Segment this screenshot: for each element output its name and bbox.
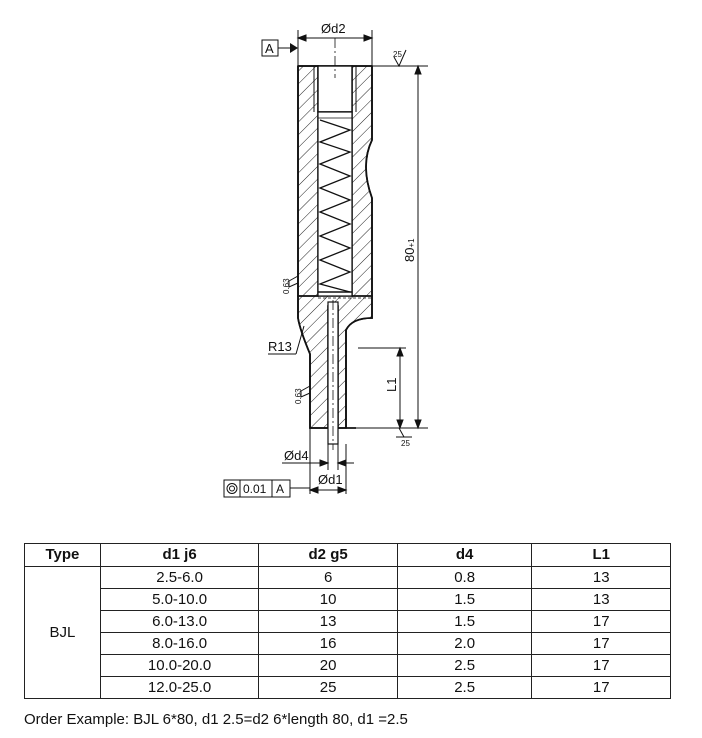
cell-d1: 6.0-13.0 [99, 610, 260, 633]
technical-drawing: Ød2 A 25 80+1 L1 25 0.63 0.63 [223, 21, 428, 498]
cell-l1: 13 [531, 588, 671, 611]
tolerance-value: 0.01 [243, 482, 267, 496]
table-row: 12.0-25.0 25 2.5 17 [25, 676, 671, 699]
cell-d1: 8.0-16.0 [99, 632, 260, 655]
cell-d4: 1.5 [396, 588, 533, 611]
header-d4: d4 [396, 543, 533, 567]
table-row: 10.0-20.0 20 2.5 17 [25, 654, 671, 677]
table-row: BJL 2.5-6.0 6 0.8 13 [24, 566, 671, 699]
cell-d2: 10 [258, 588, 398, 611]
cell-d1: 12.0-25.0 [99, 676, 260, 699]
cell-d1: 10.0-20.0 [99, 654, 260, 677]
cell-l1: 17 [531, 676, 671, 699]
thread-bore [313, 65, 357, 113]
roughness-top-value: 25 [393, 50, 402, 59]
header-l1: L1 [531, 543, 671, 567]
dimension-L1-label: L1 [384, 378, 399, 392]
cell-d2: 13 [258, 610, 398, 633]
radius-label: R13 [268, 339, 292, 354]
cell-d2: 16 [258, 632, 398, 655]
dimension-d2-label: Ød2 [321, 21, 346, 36]
cell-l1: 17 [531, 654, 671, 677]
dimension-d4-label: Ød4 [284, 448, 309, 463]
tolerance-frame [223, 479, 310, 498]
cell-d4: 1.5 [396, 610, 533, 633]
cell-d2: 6 [258, 566, 398, 589]
cell-l1: 17 [531, 632, 671, 655]
table-row: 5.0-10.0 10 1.5 13 [25, 588, 671, 611]
roughness-top-symbol [372, 49, 428, 68]
dimension-length [356, 64, 428, 430]
table-row: 6.0-13.0 13 1.5 17 [25, 610, 671, 633]
tolerance-datum: A [276, 482, 284, 496]
cell-d1: 5.0-10.0 [99, 588, 260, 611]
cell-d4: 2.5 [396, 654, 533, 677]
roughness-bottom-symbol [396, 427, 412, 438]
spec-table: Type d1 j6 d2 g5 d4 L1 BJL 2.5-6.0 6 0.8… [24, 543, 671, 699]
cell-d1: 2.5-6.0 [99, 566, 260, 589]
roughness-side-lower-value: 0.63 [294, 388, 303, 404]
order-example: Order Example: BJL 6*80, d1 2.5=d2 6*len… [24, 711, 408, 728]
table-header-row: Type d1 j6 d2 g5 d4 L1 [24, 543, 671, 567]
cell-d4: 2.5 [396, 676, 533, 699]
datum-a-label: A [265, 41, 274, 56]
roughness-side-upper-symbol [288, 275, 299, 288]
dimension-L1 [358, 346, 406, 430]
dimension-d1-label: Ød1 [318, 472, 343, 487]
cell-d2: 25 [258, 676, 398, 699]
header-type: Type [24, 543, 101, 567]
dimension-length-label: 80+1 [402, 238, 417, 262]
cell-l1: 13 [531, 566, 671, 589]
header-d1: d1 j6 [99, 543, 260, 567]
roughness-bottom-value: 25 [401, 439, 410, 448]
cell-d2: 20 [258, 654, 398, 677]
roughness-side-upper-value: 0.63 [282, 278, 291, 294]
cell-d4: 0.8 [396, 566, 533, 589]
datum-a [261, 39, 298, 57]
header-d2: d2 g5 [258, 543, 398, 567]
spring-bore [317, 111, 372, 299]
cell-d4: 2.0 [396, 632, 533, 655]
ejector-pin [327, 300, 339, 450]
cell-l1: 17 [531, 610, 671, 633]
dimension-d4 [282, 444, 354, 470]
dimension-d1 [308, 428, 348, 494]
type-cell: BJL [24, 566, 101, 699]
roughness-side-lower-symbol [300, 385, 311, 398]
table-row: 8.0-16.0 16 2.0 17 [25, 632, 671, 655]
radius-leader [268, 325, 305, 355]
